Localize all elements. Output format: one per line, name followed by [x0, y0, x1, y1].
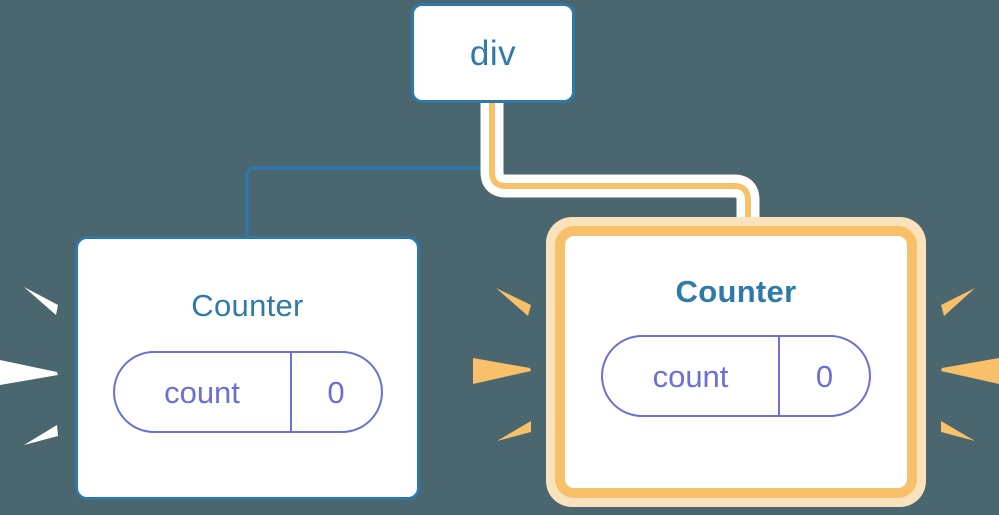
state-value-count: 0: [778, 337, 869, 415]
sparkle-group-right-orange: [941, 288, 999, 441]
sparkle-icon: [0, 360, 58, 385]
node-counter-left-label: Counter: [191, 288, 304, 323]
sparkle-icon: [24, 425, 58, 445]
sparkle-icon: [473, 358, 531, 384]
sparkle-icon: [941, 421, 975, 441]
state-value-count: 0: [289, 353, 381, 431]
sparkle-group-middle-orange: [473, 288, 531, 441]
sparkle-group-left-white: [0, 287, 58, 445]
sparkle-icon: [941, 288, 975, 316]
node-counter-right-glow: Counter count 0: [546, 217, 926, 507]
sparkle-icon: [497, 421, 531, 441]
sparkle-icon: [941, 358, 999, 384]
state-key-count: count: [652, 358, 729, 394]
node-counter-right-label: Counter: [675, 274, 797, 309]
state-pill-counter-left: count 0: [112, 351, 383, 433]
sparkle-icon: [496, 288, 531, 316]
state-pill-counter-right: count 0: [601, 335, 871, 417]
node-counter-left[interactable]: Counter count 0: [75, 236, 420, 500]
sparkle-icon: [24, 287, 58, 315]
edge-div-to-counter-left: [245, 101, 494, 240]
node-div[interactable]: div: [411, 3, 575, 103]
state-key-count: count: [164, 374, 240, 410]
node-counter-right[interactable]: Counter count 0: [555, 226, 917, 498]
node-div-label: div: [469, 33, 517, 73]
